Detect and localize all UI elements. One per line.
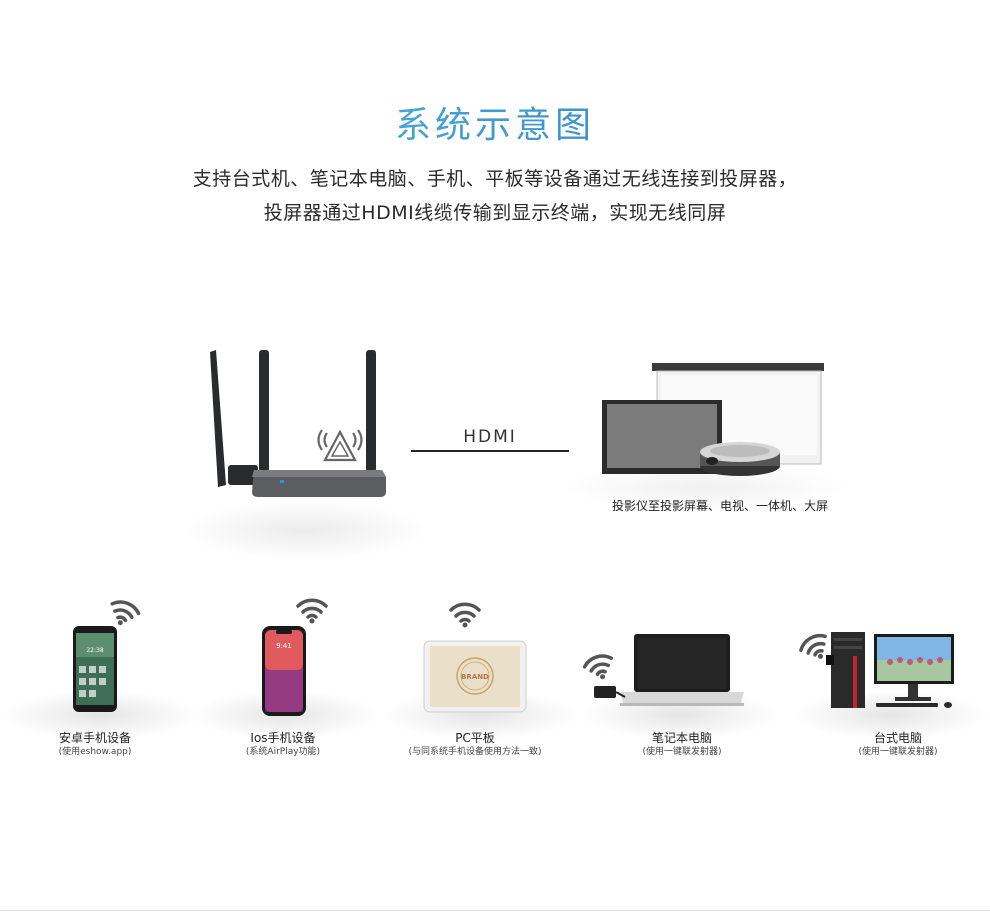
page-title: 系统示意图 xyxy=(0,96,990,148)
device-label-desktop: 台式电脑 xyxy=(873,731,922,745)
projector xyxy=(700,442,780,476)
description-line-2: 投屏器通过HDMI线缆传输到显示终端，实现无线同屏 xyxy=(263,202,727,224)
ios-time: 9:41 xyxy=(276,642,292,650)
router-antennas xyxy=(210,350,376,487)
device-label-ios: Ios手机设备 xyxy=(250,731,316,745)
device-sub-laptop: (使用一键联发射器) xyxy=(642,747,722,757)
device-label-android: 安卓手机设备 xyxy=(58,731,131,745)
hdmi-label: HDMI xyxy=(463,427,517,447)
device-sub-android: (使用eshow.app) xyxy=(58,747,132,757)
router-shadow xyxy=(180,500,430,560)
android-time: 22:38 xyxy=(86,647,103,654)
device-sub-ios: (系统AirPlay功能) xyxy=(245,747,321,757)
tablet-brand: BRAND xyxy=(461,673,489,681)
hdmi-cable-line xyxy=(411,450,569,452)
device-sub-tablet: (与同系统手机设备使用方法一致) xyxy=(408,747,542,757)
display-caption: 投影仪至投影屏幕、电视、一体机、大屏 xyxy=(611,499,828,513)
device-label-laptop: 笔记本电脑 xyxy=(651,731,712,745)
device-label-tablet: PC平板 xyxy=(455,731,495,745)
device-sub-desktop: (使用一键联发射器) xyxy=(858,747,938,757)
wifi-icon xyxy=(104,596,143,632)
ios-phone: 9:41 xyxy=(262,626,306,716)
laptop xyxy=(594,634,744,706)
tv-screen xyxy=(602,400,722,474)
description-line-1: 支持台式机、笔记本电脑、手机、平板等设备通过无线连接到投屏器， xyxy=(192,168,798,190)
wifi-icon xyxy=(581,650,619,686)
wifi-icon xyxy=(296,598,328,626)
tablet: BRAND xyxy=(423,640,527,713)
bottom-divider xyxy=(0,910,990,911)
android-phone: 22:38 xyxy=(73,626,117,712)
device-shadow xyxy=(790,690,990,740)
wifi-icon xyxy=(449,602,481,630)
cast-logo-icon xyxy=(317,429,363,462)
desktop-pc xyxy=(826,632,954,708)
